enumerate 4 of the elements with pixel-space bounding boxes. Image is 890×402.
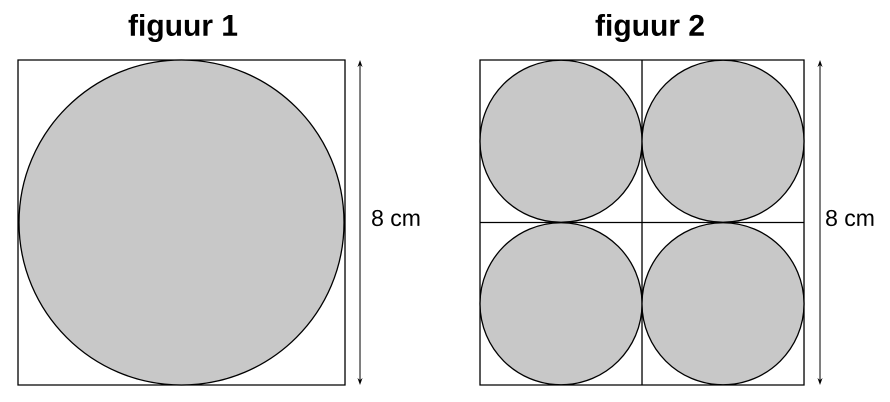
figure-title: figuur 2 (596, 14, 704, 42)
dimension-label: 8 cm (826, 210, 874, 226)
dimension-label: 8 cm (372, 210, 420, 226)
figure-title: figuur 1 (128, 14, 238, 42)
